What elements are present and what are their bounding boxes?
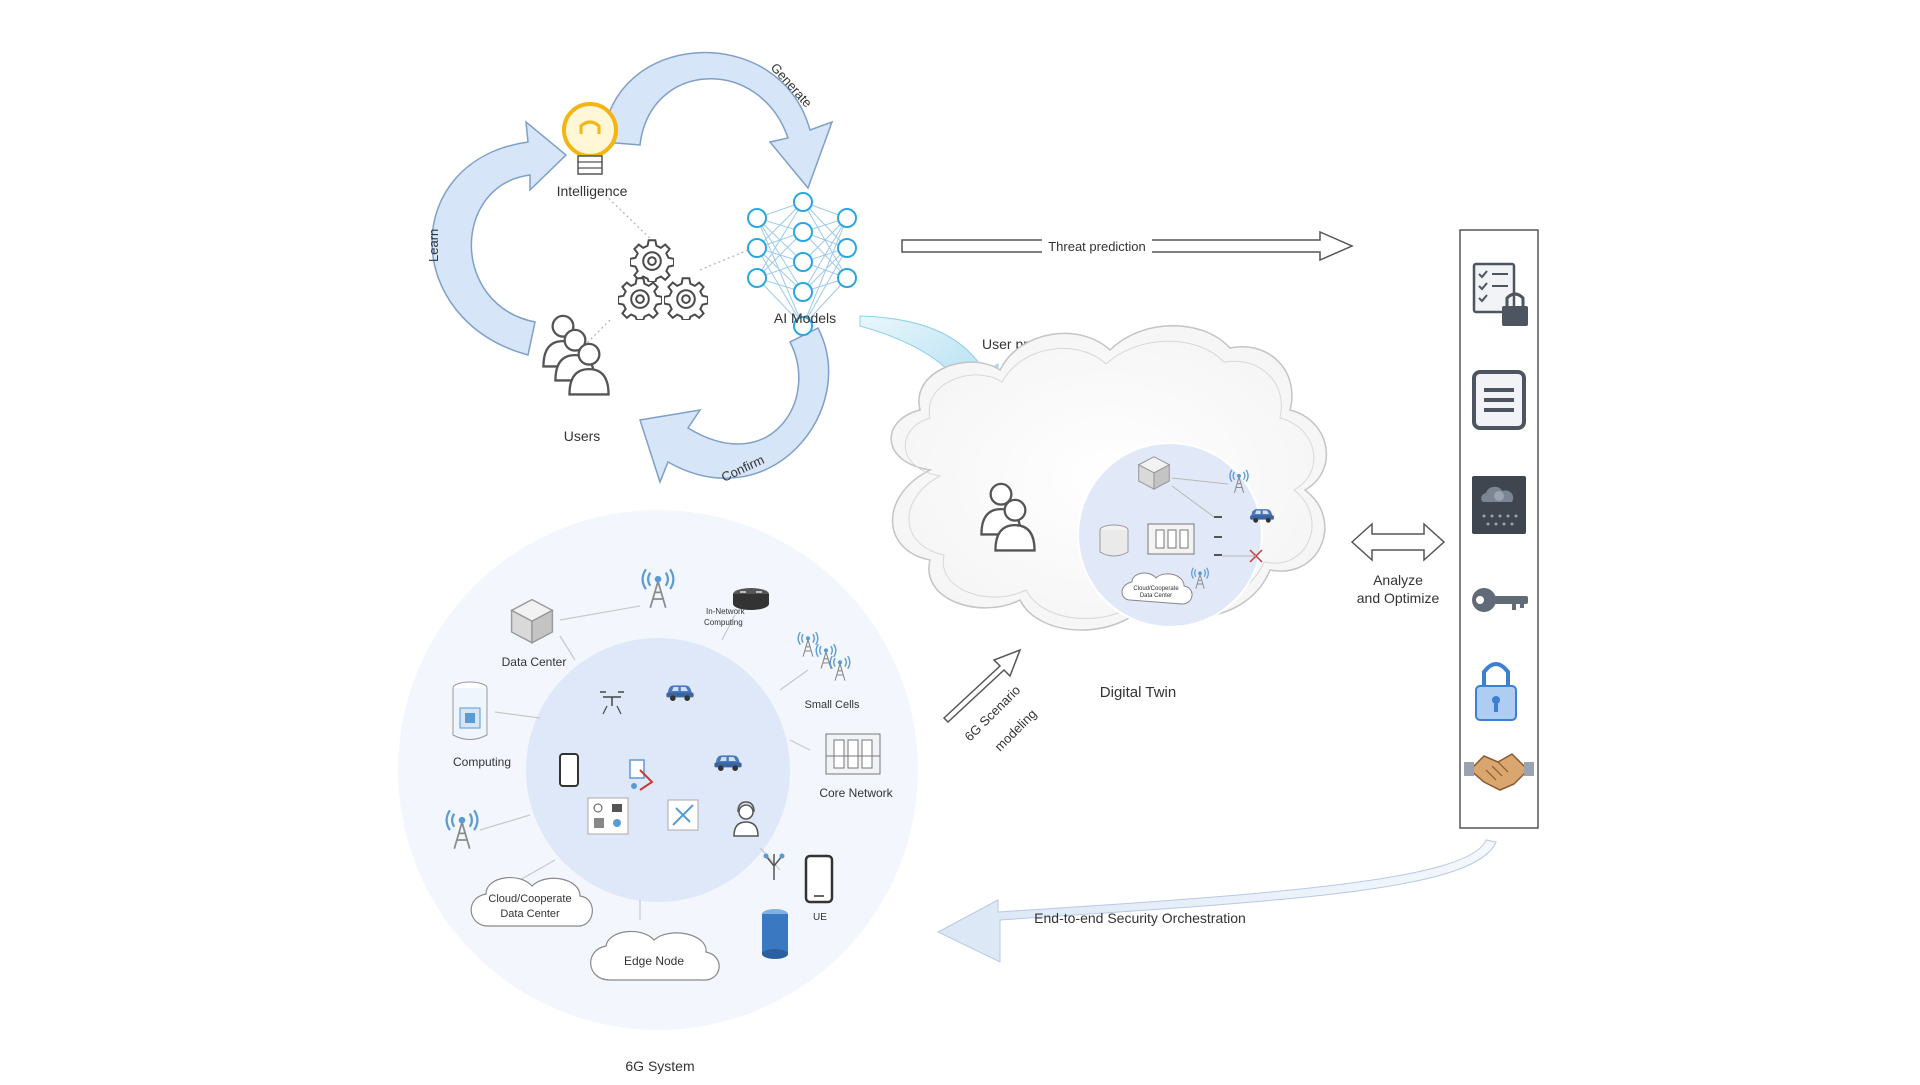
learn-label: Learn [426, 229, 441, 262]
edge-node: Edge Node [590, 930, 720, 981]
sensor-grid-icon [587, 797, 629, 835]
twin-ellipsis-icon [1214, 516, 1222, 556]
operator-icon [733, 801, 759, 837]
learn-arrow: Learn [426, 120, 568, 356]
twin-mini-cloud-label-2: Data Center [1140, 593, 1172, 599]
cloud-data-center-label-2: Data Center [500, 908, 560, 920]
bulb-icon [562, 102, 618, 175]
digital-twin: Cloud/Cooperate Data Center Digital Twin [890, 324, 1328, 701]
phone-icon [559, 753, 579, 787]
analyze-label-2: and Optimize [1357, 590, 1440, 606]
ue-phone-icon [804, 854, 834, 904]
analyze-label-1: Analyze [1373, 572, 1423, 588]
padlock-icon [1475, 662, 1517, 721]
key-icon [1472, 588, 1528, 612]
ai-models-label: AI Models [774, 310, 836, 326]
scenario-modeling-arrow: 6G Scenario modeling [942, 648, 1039, 754]
digital-twin-label: Digital Twin [1100, 684, 1176, 701]
v2x-icon [629, 759, 654, 791]
handshake-icon [1464, 753, 1534, 791]
twin-storage-icon [1099, 524, 1129, 557]
users-label: Users [564, 428, 601, 444]
data-center-label: Data Center [502, 655, 567, 669]
twin-mini-cloud: Cloud/Cooperate Data Center [1121, 572, 1193, 605]
ai-cycle: Generate Learn Confirm Intelligence [426, 52, 857, 485]
document-icon [1472, 370, 1526, 430]
small-cells-label: Small Cells [804, 699, 860, 711]
analyze-optimize-arrow: Analyze and Optimize [1350, 522, 1446, 606]
twin-mini-cloud-label-1: Cloud/Cooperate [1133, 586, 1179, 592]
base-station-icon [762, 853, 788, 959]
checklist-lock-icon [1472, 262, 1528, 326]
confirm-arrow: Confirm [639, 326, 830, 485]
in-network-label-2: Computing [704, 618, 743, 627]
users-icon [542, 314, 610, 396]
cloud-data-center-label-1: Cloud/Cooperate [488, 893, 571, 905]
gears-icon [618, 239, 708, 320]
6g-system: Data Center In-Network Computing Small C… [398, 510, 918, 1074]
edge-node-label: Edge Node [624, 954, 684, 968]
satellite-icon [667, 799, 699, 831]
cloud-data-center: Cloud/Cooperate Data Center [470, 877, 593, 927]
core-network-icon [825, 733, 881, 775]
core-network-label: Core Network [819, 786, 893, 800]
generate-arrow: Generate [602, 52, 834, 190]
threat-prediction-label: Threat prediction [1048, 239, 1146, 254]
orchestration-arrow: End-to-end Security Orchestration [936, 839, 1497, 963]
computing-label: Computing [453, 755, 511, 769]
threat-prediction-arrow: Threat prediction [901, 230, 1354, 262]
ue-label: UE [813, 912, 827, 923]
6g-inner-disk [526, 638, 790, 902]
twin-servers-icon [1147, 523, 1195, 555]
router-icon [733, 588, 769, 610]
cloud-security-icon [1472, 476, 1526, 534]
computing-icon [452, 681, 488, 740]
intelligence-label: Intelligence [557, 183, 628, 199]
6g-system-label: 6G System [625, 1058, 694, 1074]
neural-network-icon [747, 192, 857, 336]
in-network-label-1: In-Network [706, 607, 746, 616]
security-panel [1459, 229, 1539, 829]
orchestration-label: End-to-end Security Orchestration [1034, 910, 1246, 926]
drone-icon [600, 691, 624, 715]
